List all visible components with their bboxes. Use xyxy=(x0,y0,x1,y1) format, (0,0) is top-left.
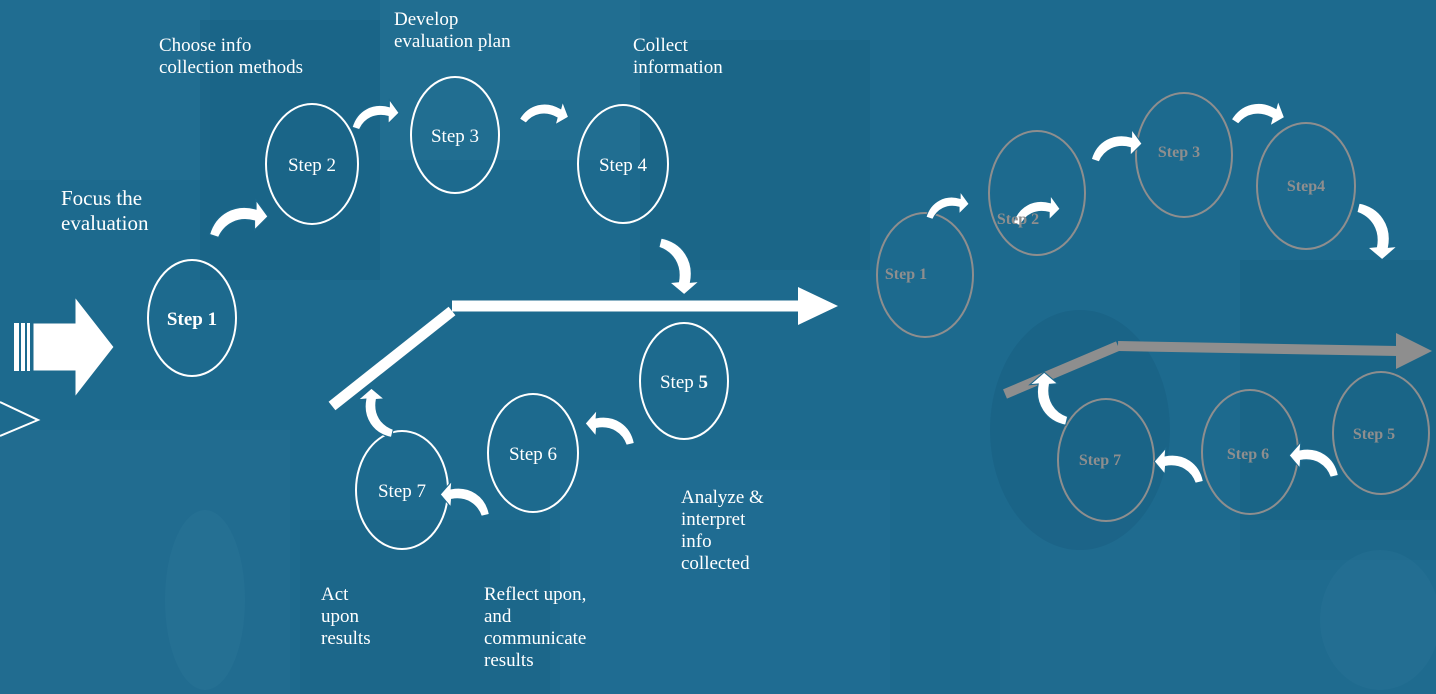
develop-label: Develop evaluation plan xyxy=(394,9,511,52)
right-step-3-circle xyxy=(1135,92,1233,218)
step-1-label: Step 1 xyxy=(167,309,217,330)
right-step-7-circle xyxy=(1057,398,1155,522)
curved-arrow-icon xyxy=(1090,128,1143,163)
curved-arrow-icon xyxy=(1151,446,1207,485)
curved-arrow-icon xyxy=(582,408,638,447)
curved-arrow-icon xyxy=(518,91,573,134)
right-step-1-label: Step 1 xyxy=(885,266,927,283)
step-5-label: Step 5 xyxy=(660,372,708,393)
step-6-circle xyxy=(487,393,579,513)
collect-label: Collect information xyxy=(633,35,723,78)
analyze-label: Analyze & interpret info collected xyxy=(681,487,764,574)
step-4-circle xyxy=(577,104,669,224)
curved-arrow-icon xyxy=(208,199,269,239)
curved-arrow-icon xyxy=(351,98,400,131)
step-5-circle xyxy=(639,322,729,440)
right-step-4-circle xyxy=(1256,122,1356,250)
right-step-1-circle xyxy=(876,212,974,338)
step-4-label: Step 4 xyxy=(599,155,648,176)
right-step-4-label: Step4 xyxy=(1287,178,1325,195)
cycle-connector-arrow xyxy=(328,287,838,411)
right-step-2-label: Step 2 xyxy=(997,211,1039,228)
chevron-partial-icon xyxy=(0,401,41,437)
right-step-5-circle xyxy=(1332,371,1430,495)
block-arrow-right-icon xyxy=(14,295,115,399)
focus-label: Focus the evaluation xyxy=(61,186,149,235)
step-3-circle xyxy=(410,76,500,194)
curved-arrow-icon xyxy=(356,385,395,441)
choose-label: Choose info collection methods xyxy=(159,35,304,78)
right-step-7-label: Step 7 xyxy=(1079,452,1121,469)
step-3-label: Step 3 xyxy=(431,126,479,147)
curved-arrow-icon xyxy=(925,191,970,220)
step-1-circle xyxy=(147,259,237,377)
step-2-circle xyxy=(265,103,359,225)
reflect-label: Reflect upon, and communicate results xyxy=(484,584,587,671)
step-6-label: Step 6 xyxy=(509,444,557,465)
act-label: Act upon results xyxy=(321,584,371,649)
right-cycle-connector-arrow xyxy=(1003,333,1432,399)
curved-arrow-icon xyxy=(1355,199,1400,263)
right-step-3-label: Step 3 xyxy=(1158,144,1200,161)
right-step-5-label: Step 5 xyxy=(1353,426,1395,443)
right-step-2-circle xyxy=(988,130,1086,256)
curved-arrow-icon xyxy=(657,234,702,298)
curved-arrow-icon xyxy=(437,479,493,518)
step-7-label: Step 7 xyxy=(378,481,426,502)
curved-arrow-icon xyxy=(1230,89,1289,136)
step-2-label: Step 2 xyxy=(288,155,336,176)
right-step-6-label: Step 6 xyxy=(1227,446,1269,463)
